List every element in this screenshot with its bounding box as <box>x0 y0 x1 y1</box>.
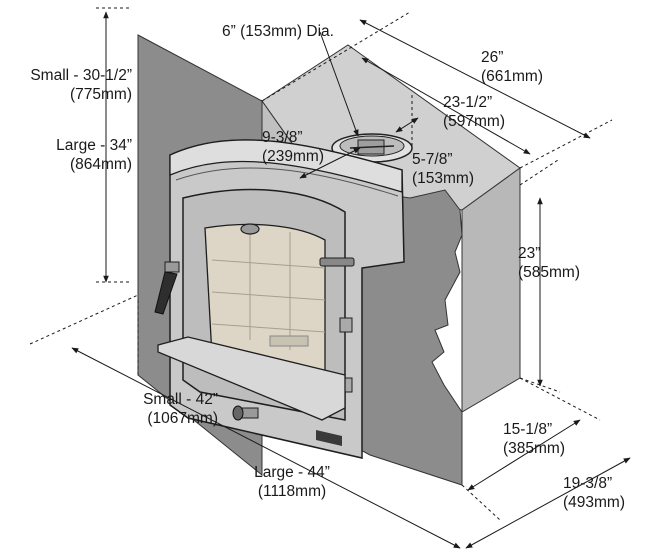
air-control-slot <box>319 257 355 267</box>
top-width-label: 26” (661mm) <box>481 49 544 85</box>
flue-to-front-label: 9-3/8” (239mm) <box>262 129 325 165</box>
side-handle <box>154 261 180 315</box>
flue-offset-label: 5-7/8” (153mm) <box>412 151 475 187</box>
flue-diameter-label: 6” (153mm) Dia. <box>222 23 334 40</box>
firebrick-pattern <box>211 230 326 350</box>
surround-height-large-label: Large - 34” (864mm) <box>56 137 132 173</box>
body-right-side <box>461 167 521 413</box>
front-knob <box>232 405 259 421</box>
door-latch <box>240 223 260 235</box>
hinge-upper <box>339 317 353 333</box>
surround-width-large-label: Large - 44” (1118mm) <box>254 464 330 500</box>
dimension-lines <box>29 7 631 549</box>
body-depth-label: 15-1/8” (385mm) <box>503 421 566 457</box>
top-arch <box>169 139 403 193</box>
surround-width-small-label: Small - 42” (1067mm) <box>143 391 218 427</box>
body-height-label: 23” (585mm) <box>518 245 581 281</box>
flue-to-back-label: 23-1/2” (597mm) <box>443 94 506 130</box>
surround-height-small-label: Small - 30-1/2” (775mm) <box>30 67 132 103</box>
overall-depth-label: 19-3/8” (493mm) <box>563 475 626 511</box>
